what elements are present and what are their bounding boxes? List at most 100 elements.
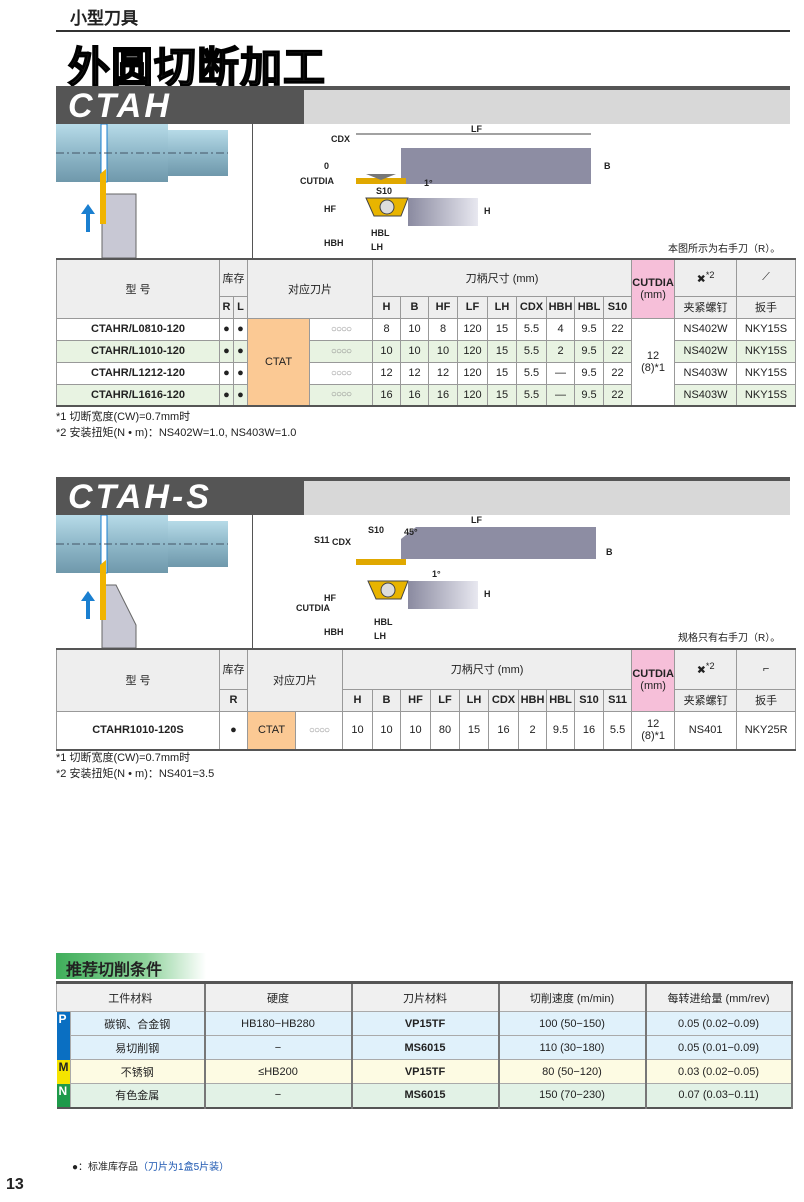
col-feed: 每转进给量 (mm/rev) [645,982,793,1012]
dim-cell: 5.5 [516,383,547,407]
dim-cell: 12 [372,361,401,385]
stock-l: ● [233,317,248,341]
dim-cell: 120 [457,339,488,363]
cell: 有色金属 [70,1083,206,1108]
stock-r: ● [219,710,248,751]
page-title: 外圆切断加工 [67,42,327,93]
dim-cell: 8 [372,317,401,341]
section-title: CTAH [68,87,172,125]
cell: 碳钢、合金钢 [70,1011,206,1036]
col-cutdia: CUTDIA(mm) [631,258,676,319]
col-insert: 对应刀片 [247,258,373,319]
insert-grades: ○○○○ [309,339,373,363]
dim-cell: 9.5 [546,710,575,751]
dim-cell: 9.5 [574,361,604,385]
svg-text:HBH: HBH [324,238,344,248]
col-dims: 刀柄尺寸 (mm) [341,648,633,690]
svg-text:H: H [484,206,491,216]
diagram-note: 规格只有右手刀（R）。 [678,633,781,644]
dim-cell: 10 [400,339,429,363]
col-hbl: HBL [574,295,604,319]
group-m: M [56,1059,71,1084]
col-dim: S10 [574,688,604,712]
category-label: 小型刀具 [70,9,138,29]
wrench-cell: NKY15S [736,317,797,341]
svg-text:HF: HF [324,204,336,214]
dim-cell: — [546,383,575,407]
dim-cell: 10 [372,339,401,363]
col-b: B [400,295,429,319]
svg-text:CUTDIA: CUTDIA [296,603,330,613]
dim-cell: 9.5 [574,383,604,407]
cutdia-cell: 12(8)*1 [631,710,676,751]
screw-cell: NS402W [674,339,738,363]
dim-cell: 12 [428,361,458,385]
screw-cell: NS403W [674,383,738,407]
cell: 100 (50−150) [498,1011,647,1036]
col-stock: 库存 [219,648,248,690]
dim-cell: 120 [457,317,488,341]
dim-cell: 9.5 [574,339,604,363]
col-model: 型 号 [56,648,220,712]
svg-text:HBL: HBL [374,617,393,627]
model-cell: CTAHR/L1616-120 [56,383,220,407]
cutdia-cell: 12(8)*1 [631,317,676,407]
svg-text:B: B [606,547,613,557]
wrench-icon: ⟋ [736,258,797,297]
screw-cell: NS402W [674,317,738,341]
stock-r: ● [219,361,234,385]
wrench-cell: NKY15S [736,361,797,385]
dim-cell: 16 [428,383,458,407]
col-dim: LF [430,688,460,712]
col-dim: HF [400,688,431,712]
screw-icon: ✖*2 [674,648,738,690]
cell: HB180−HB280 [204,1011,353,1036]
dim-cell: 22 [602,317,633,341]
col-model: 型 号 [56,258,220,319]
col-dim: LH [459,688,489,712]
col-dim: HBL [546,688,575,712]
insert-name: CTAT [247,710,296,751]
svg-text:CDX: CDX [331,134,350,144]
svg-text:CUTDIA: CUTDIA [300,176,334,186]
model-cell: CTAHR1010-120S [56,710,220,751]
cell: ≤HB200 [204,1059,353,1084]
section-title: CTAH-S [68,478,212,516]
col-dim: HBH [518,688,547,712]
workpiece-illustration [56,515,228,648]
model-cell: CTAHR/L1010-120 [56,339,220,363]
dim-cell: 8 [428,317,458,341]
insert-grades: ○○○○ [309,383,373,407]
svg-text:S11: S11 [314,535,330,545]
cell: 0.05 (0.02−0.09) [645,1011,793,1036]
col-insert: 对应刀片 [247,648,343,712]
svg-text:1°: 1° [432,569,441,579]
ctahs-diagram: S10 45° LF S11 CDX B 1° HF H CUTDIA HBH … [56,515,613,648]
svg-text:LH: LH [371,242,383,252]
cell: MS6015 [351,1083,500,1108]
dim-cell: 15 [459,710,489,751]
stock-r: ● [219,317,234,341]
dim-cell: 15 [487,317,517,341]
insert-grades: ○○○○ [295,710,343,751]
dim-cell: 16 [574,710,604,751]
col-cutdia: CUTDIA(mm) [631,648,676,712]
cell: − [204,1083,353,1108]
wrench-cell: NKY25R [736,710,797,751]
dim-cell: 120 [457,383,488,407]
dim-cell: 15 [487,339,517,363]
model-cell: CTAHR/L0810-120 [56,317,220,341]
col-speed: 切削速度 (m/min) [498,982,647,1012]
dim-cell: 10 [372,710,401,751]
group-p: P [56,1011,71,1060]
svg-text:B: B [604,161,611,171]
dim-cell: 22 [602,361,633,385]
dim-cell: 10 [400,710,431,751]
col-wrench: 扳手 [736,688,797,712]
